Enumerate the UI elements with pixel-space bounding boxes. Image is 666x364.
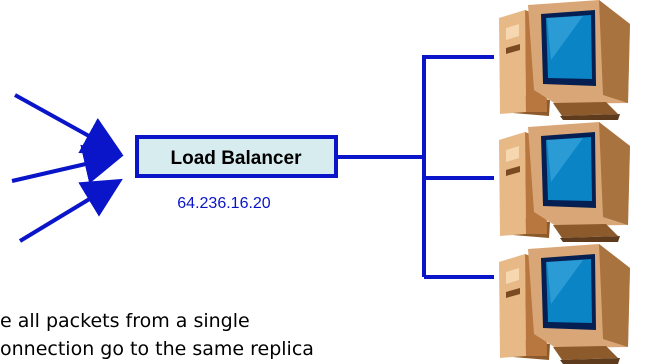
load-balancer-box <box>135 135 338 178</box>
caption-line-1: e all packets from a single <box>0 310 250 332</box>
server-replica-2-icon <box>499 122 630 242</box>
load-balancer-ip: 64.236.16.20 <box>177 195 271 212</box>
incoming-arrow-3 <box>18 178 123 243</box>
server-replica-3-icon <box>499 244 630 364</box>
incoming-arrow-2 <box>11 144 124 184</box>
incoming-arrow-1 <box>14 93 123 155</box>
server-replica-1-icon <box>499 0 630 120</box>
load-balancer-label: Load Balancer <box>171 148 303 169</box>
caption-line-2: onnection go to the same replica <box>0 338 314 360</box>
